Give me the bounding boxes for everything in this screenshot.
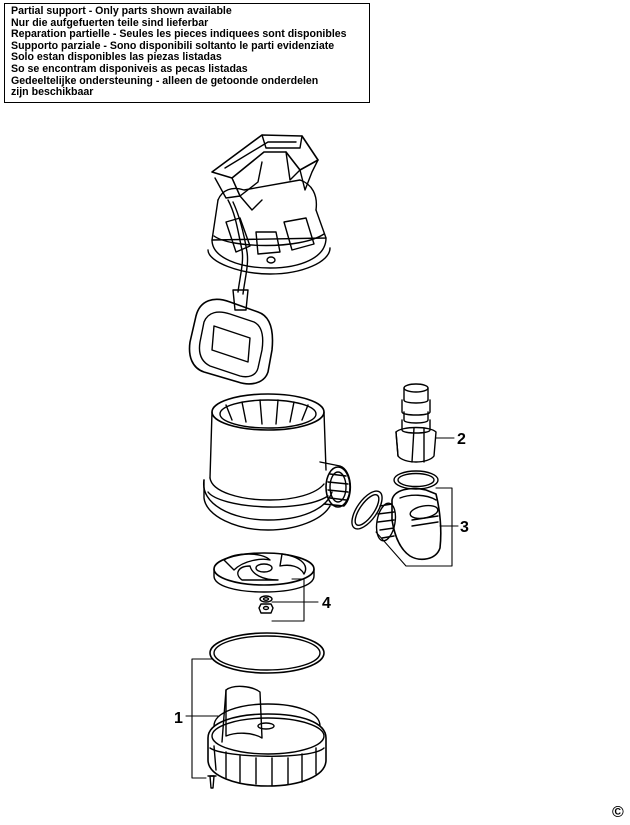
notice-line-es: Solo estan disponibles las piezas listad… [11,51,222,64]
notice-line-nl-cont: zijn beschikbaar [11,86,94,99]
notice-line-en: Partial support - Only parts shown avail… [11,5,232,17]
callout-1: 1 [174,710,183,727]
motor-housing-with-handle [207,134,331,275]
callout-3: 3 [460,519,469,536]
notice-line-nl: Gedeeltelijke ondersteuning - alleen de … [11,74,319,87]
float-switch-with-cable [188,199,274,385]
pump-housing [203,393,351,531]
part-3-elbow-with-seals [351,470,442,561]
callout-4: 4 [322,595,331,612]
partial-support-notice: Partial support - Only parts shown avail… [4,3,370,103]
notice-line-it: Supporto parziale - Sono disponibili sol… [11,39,335,52]
callout-leaders [185,437,459,779]
part-2-hose-connector [395,383,437,463]
notice-line-pt: So se encontram disponiveis as pecas lis… [11,62,248,75]
callout-2: 2 [457,431,466,448]
notice-line-fr: Reparation partielle - Seules les pieces… [11,28,347,41]
copyright-mark: © [612,804,624,821]
notice-line-de: Nur die aufgefuerten teile sind lieferba… [11,16,209,29]
part-1-base-assembly [207,632,327,789]
part-4-impeller-set [213,552,315,614]
